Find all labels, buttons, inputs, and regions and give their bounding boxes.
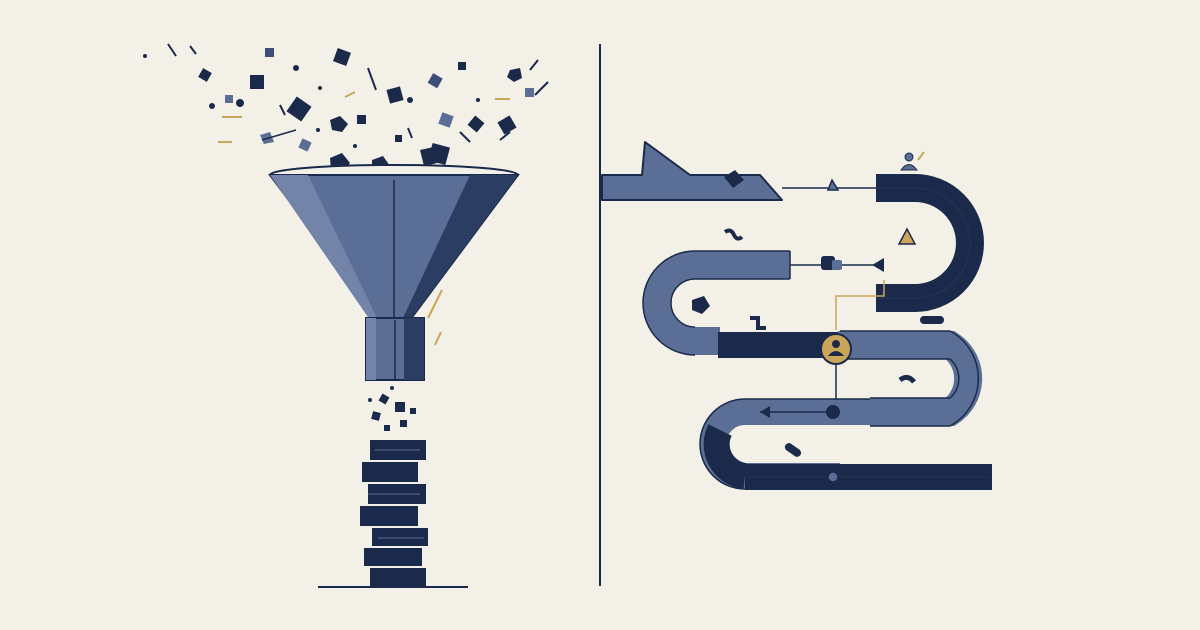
flag-arrow-icon (601, 141, 783, 201)
end-node-dot-icon (827, 471, 839, 483)
small-triangle-icon (826, 178, 840, 191)
person-icon (900, 151, 925, 171)
path-segment-1 (876, 174, 984, 312)
scattered-particles (143, 43, 549, 179)
node-dot-icon (826, 405, 840, 419)
path-segment-2 (643, 251, 790, 355)
falling-particles (368, 386, 416, 431)
triangle-icon (897, 227, 917, 245)
highlighted-person-node (820, 333, 852, 365)
small-pentagon-icon (692, 296, 710, 314)
stacked-blocks-icon (360, 440, 428, 586)
arrow-left-icon (872, 258, 884, 272)
funnel-icon (268, 164, 520, 381)
path-segment-4 (838, 331, 983, 426)
small-squiggle-icon (723, 228, 744, 241)
path-segment-7 (745, 464, 992, 490)
path-segment-3 (718, 332, 838, 358)
arrow-left-icon-2 (760, 406, 770, 418)
